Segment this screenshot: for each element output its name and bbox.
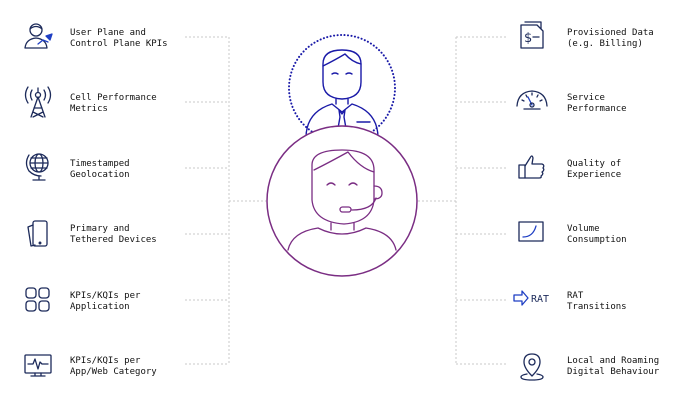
right-item-label: Provisioned Data(e.g. Billing) — [567, 28, 654, 49]
customer-figure-icon — [287, 149, 397, 251]
right-connectors — [418, 36, 506, 365]
cell-tower-icon — [24, 86, 52, 118]
rat-icon-text: RAT — [531, 294, 549, 305]
volume-chart-icon — [518, 221, 544, 242]
speedometer-icon — [516, 90, 548, 110]
agent-avatar — [288, 34, 396, 142]
thumbs-up-icon — [518, 155, 545, 179]
svg-text:$: $ — [524, 31, 532, 46]
customer-avatar — [266, 125, 418, 277]
devices-icon — [27, 220, 48, 247]
customer-ring — [266, 125, 418, 277]
monitor-pulse-icon — [24, 354, 52, 377]
app-grid-icon — [25, 287, 50, 312]
rat-arrow-icon — [513, 290, 529, 306]
location-pin-icon — [520, 353, 544, 381]
user-kpi-icon — [24, 23, 53, 49]
billing-document-icon: $ — [520, 21, 544, 49]
globe-icon — [25, 153, 49, 181]
left-connectors — [185, 36, 266, 365]
